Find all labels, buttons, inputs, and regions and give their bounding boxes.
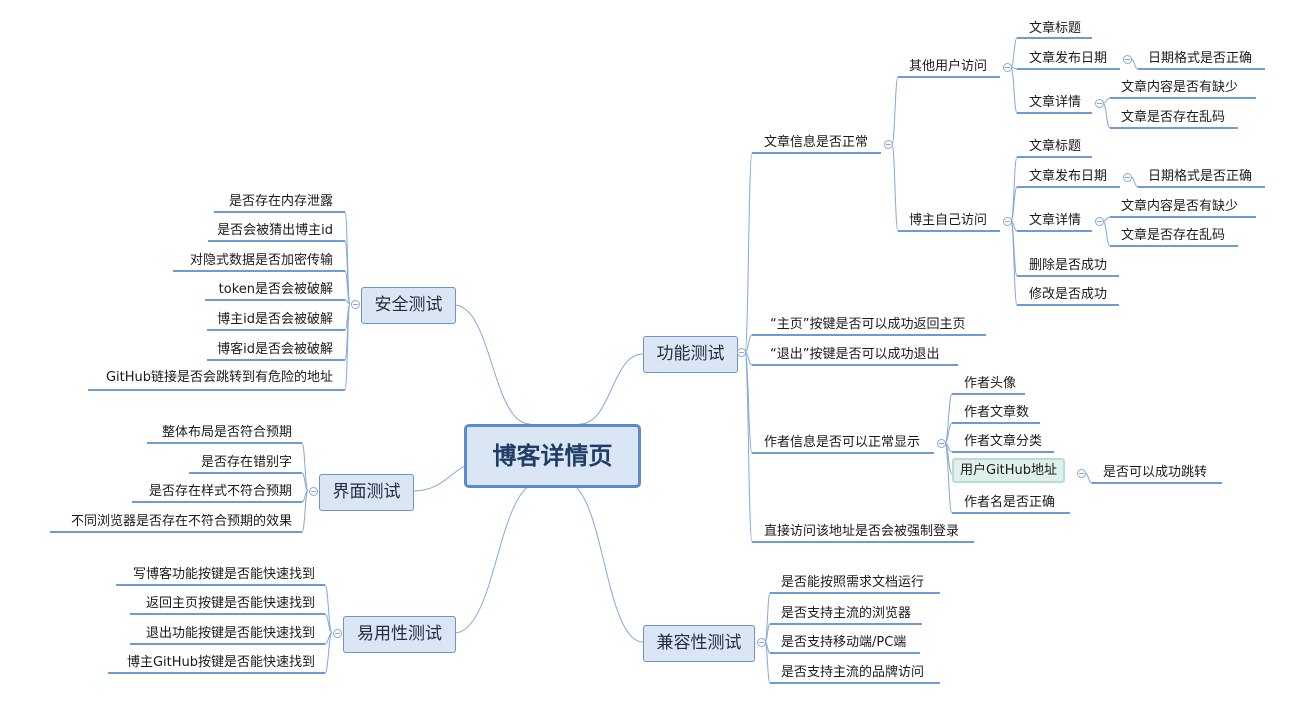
security-item[interactable]: GitHub链接是否会跳转到有危险的地址 <box>105 370 333 385</box>
connector <box>344 270 351 305</box>
owner-detail-garbled[interactable]: 文章是否存在乱码 <box>1121 228 1226 243</box>
connector <box>564 481 644 643</box>
security-item[interactable]: 是否会被猜出博主id <box>217 223 333 238</box>
owner-date[interactable]: 文章发布日期 <box>1029 169 1108 184</box>
collapse-toggle-icon[interactable] <box>1123 55 1132 64</box>
security-item[interactable]: 博主id是否会被破解 <box>217 312 333 327</box>
article-info-node[interactable]: 文章信息是否正常 <box>764 135 869 150</box>
owner-modify[interactable]: 修改是否成功 <box>1029 287 1108 302</box>
collapse-toggle-icon[interactable] <box>1095 217 1104 226</box>
connector <box>324 632 333 674</box>
connector <box>1130 58 1139 70</box>
owner-date-check[interactable]: 日期格式是否正确 <box>1148 169 1253 184</box>
collapse-toggle-icon[interactable] <box>1095 99 1104 108</box>
collapse-toggle-icon[interactable] <box>757 638 766 647</box>
others-date-check[interactable]: 日期格式是否正确 <box>1148 51 1253 66</box>
connector <box>891 143 899 232</box>
collapse-toggle-icon[interactable] <box>1077 469 1086 478</box>
branch-security[interactable]: 安全测试 <box>361 287 456 324</box>
compat-item[interactable]: 是否支持移动端/PC端 <box>781 635 907 650</box>
root-node[interactable]: 博客详情页 <box>464 424 641 488</box>
ui-item[interactable]: 是否存在样式不符合预期 <box>148 484 292 499</box>
compat-item[interactable]: 是否支持主流的品牌访问 <box>781 665 925 680</box>
ui-item[interactable]: 是否存在错别字 <box>200 455 292 470</box>
owner-access-node[interactable]: 博主自己访问 <box>909 213 988 228</box>
compat-item[interactable]: 是否支持主流的浏览器 <box>781 606 912 621</box>
connector <box>744 351 753 543</box>
owner-delete[interactable]: 删除是否成功 <box>1029 258 1108 273</box>
others-access-node[interactable]: 其他用户访问 <box>909 59 988 74</box>
connector <box>1084 472 1093 484</box>
collapse-toggle-icon[interactable] <box>1123 173 1132 182</box>
collapse-toggle-icon[interactable] <box>737 348 746 357</box>
others-detail-missing[interactable]: 文章内容是否有缺少 <box>1121 80 1239 95</box>
branch-ui[interactable]: 界面测试 <box>319 474 414 511</box>
owner-detail-missing[interactable]: 文章内容是否有缺少 <box>1121 199 1239 214</box>
others-title[interactable]: 文章标题 <box>1029 21 1082 36</box>
compat-item[interactable]: 是否能按照需求文档运行 <box>781 575 925 590</box>
security-item[interactable]: 对隐式数据是否加密传输 <box>189 253 333 268</box>
others-detail[interactable]: 文章详情 <box>1029 95 1082 110</box>
others-detail-garbled[interactable]: 文章是否存在乱码 <box>1121 110 1226 125</box>
author-article-count[interactable]: 作者文章数 <box>964 405 1030 420</box>
security-item[interactable]: token是否会被破解 <box>218 282 333 297</box>
author-article-category[interactable]: 作者文章分类 <box>964 434 1043 449</box>
collapse-toggle-icon[interactable] <box>309 487 318 496</box>
author-avatar[interactable]: 作者头像 <box>964 376 1017 391</box>
connector <box>453 304 531 425</box>
collapse-toggle-icon[interactable] <box>1003 217 1012 226</box>
collapse-toggle-icon[interactable] <box>937 439 946 448</box>
usability-item[interactable]: 写博客功能按键是否能快速找到 <box>132 567 315 582</box>
collapse-toggle-icon[interactable] <box>884 140 893 149</box>
connector <box>744 152 753 353</box>
security-item[interactable]: 博客id是否会被破解 <box>217 342 333 357</box>
collapse-toggle-icon[interactable] <box>351 300 360 309</box>
connector <box>1130 176 1139 188</box>
connector <box>1010 220 1018 306</box>
others-date[interactable]: 文章发布日期 <box>1029 51 1108 66</box>
usability-item[interactable]: 博主GitHub按键是否能快速找到 <box>126 655 315 670</box>
branch-usability[interactable]: 易用性测试 <box>343 616 456 653</box>
connector <box>891 76 899 145</box>
owner-title[interactable]: 文章标题 <box>1029 139 1082 154</box>
connector <box>1102 220 1111 247</box>
connector <box>324 613 333 634</box>
author-info-node[interactable]: 作者信息是否可以正常显示 <box>764 435 921 450</box>
branch-compat[interactable]: 兼容性测试 <box>643 625 755 662</box>
logout-button-check[interactable]: “退出”按键是否可以成功退出 <box>770 347 940 362</box>
connector <box>1102 216 1111 222</box>
author-github-node[interactable]: 用户GitHub地址 <box>952 458 1066 483</box>
connector <box>324 584 333 634</box>
connector <box>301 442 309 492</box>
author-name-check[interactable]: 作者名是否正确 <box>964 495 1056 510</box>
connector <box>1102 97 1111 104</box>
author-github-check[interactable]: 是否可以成功跳转 <box>1103 465 1208 480</box>
connector <box>301 490 309 533</box>
branch-function[interactable]: 功能测试 <box>643 336 738 373</box>
usability-item[interactable]: 退出功能按键是否能快速找到 <box>145 626 315 641</box>
connector <box>344 303 351 391</box>
collapse-toggle-icon[interactable] <box>333 629 342 638</box>
connector <box>579 353 644 425</box>
connector <box>1102 102 1111 129</box>
security-item[interactable]: 是否存在内存泄露 <box>228 194 333 209</box>
connector <box>944 442 953 514</box>
home-button-check[interactable]: “主页”按键是否可以成功返回主页 <box>770 317 966 332</box>
direct-access-check[interactable]: 直接访问该地址是否会被强制登录 <box>764 524 960 539</box>
usability-item[interactable]: 返回主页按键是否能快速找到 <box>145 596 315 611</box>
connector <box>1010 66 1018 114</box>
owner-detail[interactable]: 文章详情 <box>1029 213 1082 228</box>
connector <box>453 481 541 634</box>
collapse-toggle-icon[interactable] <box>1003 63 1012 72</box>
ui-item[interactable]: 整体布局是否符合预期 <box>161 425 292 440</box>
connector <box>744 351 753 454</box>
connector <box>1010 37 1018 68</box>
ui-item[interactable]: 不同浏览器是否存在不符合预期的效果 <box>70 514 292 529</box>
connector <box>301 472 309 492</box>
